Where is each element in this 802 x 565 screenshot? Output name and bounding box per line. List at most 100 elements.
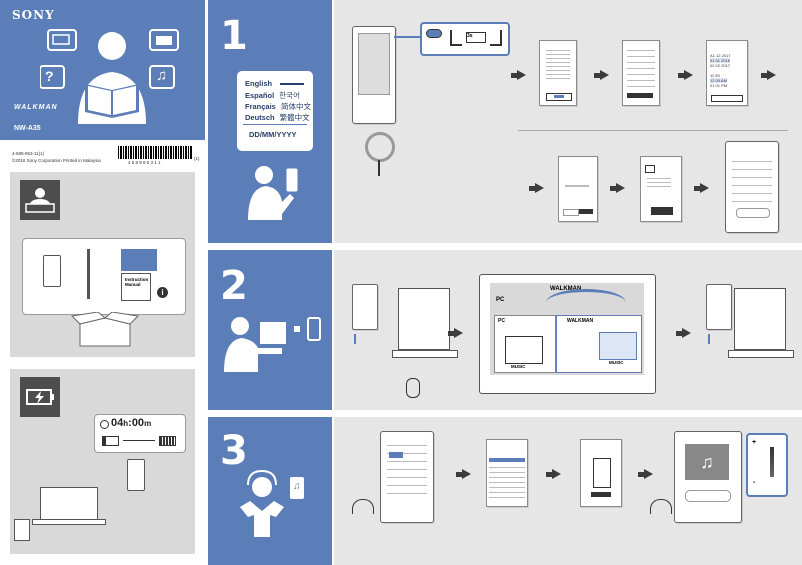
date-time-screen: A1 12 2017 01 01 2016 02 02 2017 11 59 1… xyxy=(706,40,748,106)
power-button-callout: 3s xyxy=(420,22,510,56)
step1-arrow-4 xyxy=(761,70,776,80)
step2-arrow-1 xyxy=(448,328,463,338)
pc-label: PC xyxy=(496,297,505,303)
player-item xyxy=(43,255,61,287)
lang-row-1: English xyxy=(245,79,305,88)
info-icon: i xyxy=(157,287,168,298)
usb-down-arrow xyxy=(708,334,710,344)
step1-number: 1 xyxy=(220,13,248,59)
player-menu xyxy=(380,431,434,523)
no-hold-icon xyxy=(365,132,395,162)
music-note-icon: ♫ xyxy=(156,67,168,84)
charging-panel: 04h:00m xyxy=(10,369,195,554)
battery-charging-icon xyxy=(26,389,54,405)
time-separator: : xyxy=(128,417,132,429)
copyright: ©2016 Sony Corporation Printed in Malays… xyxy=(12,158,101,163)
row-divider xyxy=(518,130,788,131)
player-front xyxy=(352,26,396,124)
pc-base-right xyxy=(728,350,794,358)
step3-panel: 3 ♫ xyxy=(208,417,332,565)
box-contents-card: Instruction Manual i xyxy=(22,238,186,315)
volume-bar-icon xyxy=(770,447,774,477)
volume-minus[interactable]: - xyxy=(753,479,756,486)
player-after-transfer xyxy=(706,284,732,330)
music-folder-left-label: MUSIC xyxy=(511,364,526,369)
model-name: NW-A35 xyxy=(14,125,41,132)
person-box-icon xyxy=(25,188,55,213)
lang-row-2: Español 한국어 xyxy=(245,91,300,100)
language-screen xyxy=(622,40,660,106)
album-art: ♫ xyxy=(685,444,729,480)
lang-row-4: Deutsch 繁體中文 xyxy=(245,113,310,122)
step3-arrow-3 xyxy=(638,469,653,479)
laptop-icon xyxy=(40,487,98,521)
manual-label: Instruction Manual xyxy=(125,277,149,287)
setup-ok-button[interactable] xyxy=(546,93,572,101)
now-playing-screen: ♫ xyxy=(674,431,742,523)
barcode-digits: 4 5 8 9 9 5 3 1 1 xyxy=(128,160,161,165)
hours-unit: h xyxy=(123,419,129,428)
laptop-base xyxy=(32,519,106,525)
setup-screen-2 xyxy=(558,156,598,222)
step1-arrow-1 xyxy=(511,70,526,80)
charge-hours: 04 xyxy=(111,417,124,429)
clock-row-6: 01 01 PM xyxy=(710,83,728,88)
usb-cable-item xyxy=(87,249,90,299)
step1-arrow-6 xyxy=(610,183,625,193)
player-usb xyxy=(352,284,378,330)
wall-outlet-icon xyxy=(14,519,30,541)
volume-plus[interactable]: + xyxy=(752,439,757,446)
setup-screen-1 xyxy=(539,40,577,106)
box-contents-panel: Instruction Manual i xyxy=(10,172,195,357)
playback-controls[interactable] xyxy=(685,490,731,502)
clock-row-1: A1 12 2017 xyxy=(710,53,731,58)
person-listening-icon xyxy=(240,469,304,537)
pc-monitor-right xyxy=(734,288,786,350)
person-laptop-icon xyxy=(224,317,321,372)
volume-callout: + - xyxy=(746,433,788,497)
step3-number: 3 xyxy=(220,428,248,474)
setup-next-button[interactable] xyxy=(579,209,593,214)
person-holding-player-icon xyxy=(248,166,299,220)
walkman-label: WALKMAN xyxy=(550,286,582,292)
barcode xyxy=(118,146,192,159)
minutes-unit: m xyxy=(144,419,152,428)
step3-arrow-2 xyxy=(546,469,561,479)
print-code: 4-589-953-11(1) xyxy=(12,151,45,156)
power-button-icon xyxy=(426,29,442,38)
date-ok-button[interactable] xyxy=(711,95,743,102)
box-contents-badge xyxy=(20,180,60,220)
lang-divider xyxy=(243,124,307,125)
usb-up-arrow xyxy=(354,334,356,344)
walkman-window: WALKMAN MUSIC xyxy=(556,315,642,373)
step1-panel: 1 English Español 한국어 Français 简体中文 Deut… xyxy=(208,0,332,243)
music-folder-left xyxy=(505,336,543,364)
hand-press-icon xyxy=(450,30,462,46)
setup-done-button[interactable] xyxy=(651,207,673,215)
step2-content: PC WALKMAN PC MUSIC WALKMAN MUSIC xyxy=(334,250,802,410)
song-select-screen xyxy=(580,439,622,507)
music-folder-right-label: MUSIC xyxy=(609,360,624,365)
clock-row-2: 01 01 2016 xyxy=(710,58,731,63)
headphones-right xyxy=(650,499,672,514)
setup-screen-3 xyxy=(640,156,682,222)
question-icon: ? xyxy=(45,68,54,84)
lang-row-3: Français 简体中文 xyxy=(245,102,311,111)
music-menu-item[interactable] xyxy=(389,452,403,458)
arrow-right-icon xyxy=(123,440,155,441)
step2-arrow-2 xyxy=(676,328,691,338)
clock-row-3: 02 02 2017 xyxy=(710,63,731,68)
mouse-click-icon xyxy=(406,378,420,398)
step1-arrow-7 xyxy=(694,183,709,193)
step3-content: ♫ + - xyxy=(334,417,802,565)
open-box-icon xyxy=(70,312,140,347)
language-list: English Español 한국어 Français 简体中文 Deutsc… xyxy=(236,70,314,152)
step1-arrow-3 xyxy=(678,70,693,80)
walkman-logo: WALKMAN xyxy=(14,104,58,111)
no-hold-stem xyxy=(378,160,380,176)
hold-3s-icon: 3s xyxy=(466,32,486,43)
power-callout-line xyxy=(394,36,420,38)
left-panel-top: SONY WALKMAN NW-A35 ? ♫ xyxy=(0,0,205,140)
song-play-button[interactable] xyxy=(591,492,611,497)
language-ok-button[interactable] xyxy=(627,93,653,98)
